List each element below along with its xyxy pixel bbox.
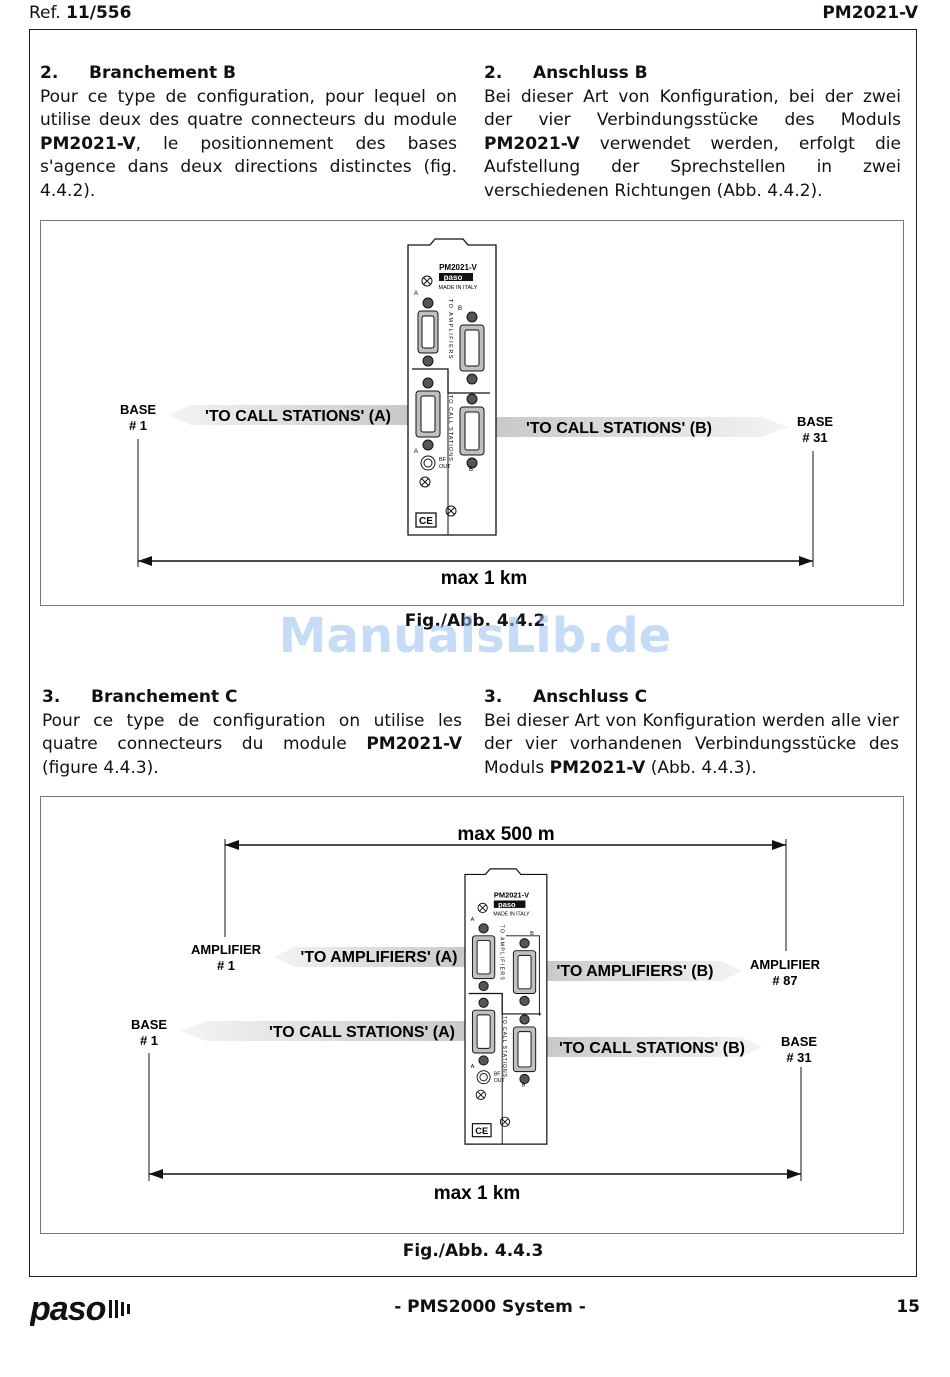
section-c-fr: 3.Branchement C Pour ce type de configur…	[42, 686, 462, 780]
amp-right-number: # 87	[772, 973, 797, 988]
module-brand: paso	[444, 273, 463, 282]
amp-left-label: AMPLIFIER	[191, 942, 262, 957]
figure-b-box: 'TO CALL STATIONS' (A) 'TO CALL STATIONS…	[40, 220, 904, 606]
section-c-de-heading: 3.Anschluss C	[484, 687, 648, 707]
page-number: 15	[896, 1297, 920, 1317]
module-vertical-stations: TO CALL STATIONS	[447, 395, 453, 462]
distance-label: max 1 km	[441, 568, 528, 589]
module-vertical-amplifiers: TO AMPLIFIERS	[447, 299, 453, 360]
module-vertical-stations: TO CALL STATIONS	[501, 1016, 507, 1078]
module-brand: paso	[498, 900, 516, 909]
arrow-b-label: 'TO CALL STATIONS' (B)	[526, 420, 712, 437]
pm2021-module: PM2021-V paso MADE IN ITALY A B TO AMPLI…	[407, 238, 497, 536]
section-c-de-text: Bei dieser Art von Konfiguration werden …	[484, 710, 899, 778]
ref-number: 11/556	[66, 3, 132, 23]
section-b-fr-heading: 2.Branchement B	[40, 63, 236, 83]
footer-system: - PMS2000 System -	[394, 1297, 586, 1317]
paso-logo: paso	[29, 1290, 130, 1328]
arrow-a-shape	[167, 405, 409, 425]
top-distance-arrow-right	[772, 840, 786, 850]
header-model: PM2021-V	[822, 3, 918, 23]
base-left-label: BASE	[120, 402, 156, 417]
bottom-distance-label: max 1 km	[434, 1183, 521, 1204]
bottom-distance-arrow-left	[149, 1169, 163, 1179]
module-label-b-bottom: B	[522, 1082, 526, 1088]
module-label-b-top: B	[458, 306, 462, 312]
watermark: ManualsLib.de	[278, 608, 672, 664]
module-label-a-top: A	[414, 291, 418, 297]
arrow-st-a-label: 'TO CALL STATIONS' (A)	[269, 1024, 455, 1041]
arrow-amp-b-label: 'TO AMPLIFIERS' (B)	[557, 963, 714, 980]
section-c-fr-text: Pour ce type de configuration on utilise…	[42, 710, 462, 778]
bottom-distance-arrow-right	[787, 1169, 801, 1179]
figure-c-diagram: max 500 m AMPLIFIER # 1 AMPLIFIER # 87 '…	[131, 824, 821, 1204]
arrow-amp-b-shape	[541, 961, 743, 981]
page-header: Ref. 11/556	[29, 3, 131, 23]
module-ce: CE	[475, 1126, 488, 1136]
section-c-de: 3.Anschluss C Bei dieser Art von Konfigu…	[484, 686, 899, 780]
figure-c-caption: Fig./Abb. 4.4.3	[402, 1241, 544, 1261]
section-b-fr-text: Pour ce type de configuration, pour lequ…	[40, 86, 457, 201]
base-right-label: BASE	[797, 414, 833, 429]
module-model: PM2021-V	[439, 263, 477, 272]
module-ce: CE	[419, 516, 433, 527]
module-label-a-top: A	[471, 917, 475, 923]
section-b-de: 2.Anschluss B Bei dieser Art von Konfigu…	[484, 62, 901, 203]
module-out: OUT	[494, 1078, 505, 1084]
footer-logo: paso	[29, 1290, 134, 1330]
figure-c-box: max 500 m AMPLIFIER # 1 AMPLIFIER # 87 '…	[40, 796, 904, 1234]
arrow-b-shape	[489, 417, 789, 437]
module-made: MADE IN ITALY	[439, 285, 478, 291]
amp-right-label: AMPLIFIER	[750, 957, 821, 972]
arrow-st-a-shape	[179, 1021, 469, 1041]
module-label-b-bottom: B	[469, 467, 473, 473]
top-distance-label: max 500 m	[457, 824, 554, 845]
distance-arrow-right	[799, 556, 813, 566]
module-bf: BF	[494, 1071, 501, 1077]
figure-b-caption: Fig./Abb. 4.4.2	[404, 611, 546, 631]
pm2021-module-c: PM2021-V paso MADE IN ITALY A B TO AMPLI…	[464, 868, 548, 1145]
page-frame	[29, 29, 917, 1277]
module-label-a-bottom: A	[471, 1064, 475, 1070]
module-out: OUT	[439, 464, 451, 470]
footer-brand: paso	[30, 1290, 106, 1326]
base-left-label: BASE	[131, 1017, 167, 1032]
section-b-de-heading: 2.Anschluss B	[484, 63, 648, 83]
arrow-st-b-shape	[541, 1037, 763, 1057]
base-left-number: # 1	[129, 418, 147, 433]
arrow-amp-a-label: 'TO AMPLIFIERS' (A)	[301, 949, 458, 966]
arrow-st-b-label: 'TO CALL STATIONS' (B)	[559, 1040, 745, 1057]
amp-left-number: # 1	[217, 958, 235, 973]
distance-arrow-left	[138, 556, 152, 566]
ref-prefix: Ref.	[29, 3, 61, 23]
base-right-label: BASE	[781, 1034, 817, 1049]
base-left-number: # 1	[140, 1033, 158, 1048]
arrow-amp-a-shape	[273, 947, 469, 967]
base-right-number: # 31	[786, 1050, 811, 1065]
section-b-de-text: Bei dieser Art von Konfiguration, bei de…	[484, 86, 901, 201]
figure-b-diagram: 'TO CALL STATIONS' (A) 'TO CALL STATIONS…	[120, 238, 833, 589]
module-label-a-bottom: A	[414, 449, 418, 455]
arrow-a-label: 'TO CALL STATIONS' (A)	[205, 408, 391, 425]
section-c-fr-heading: 3.Branchement C	[42, 687, 238, 707]
module-model: PM2021-V	[494, 891, 529, 900]
module-made: MADE IN ITALY	[493, 911, 530, 917]
module-bf: BF	[439, 457, 447, 463]
top-distance-arrow-left	[225, 840, 239, 850]
module-vertical-amplifiers: TO AMPLIFIERS	[498, 925, 504, 982]
module-label-b-top: B	[530, 931, 534, 937]
base-right-number: # 31	[802, 430, 827, 445]
section-b-fr: 2.Branchement B Pour ce type de configur…	[40, 62, 457, 203]
